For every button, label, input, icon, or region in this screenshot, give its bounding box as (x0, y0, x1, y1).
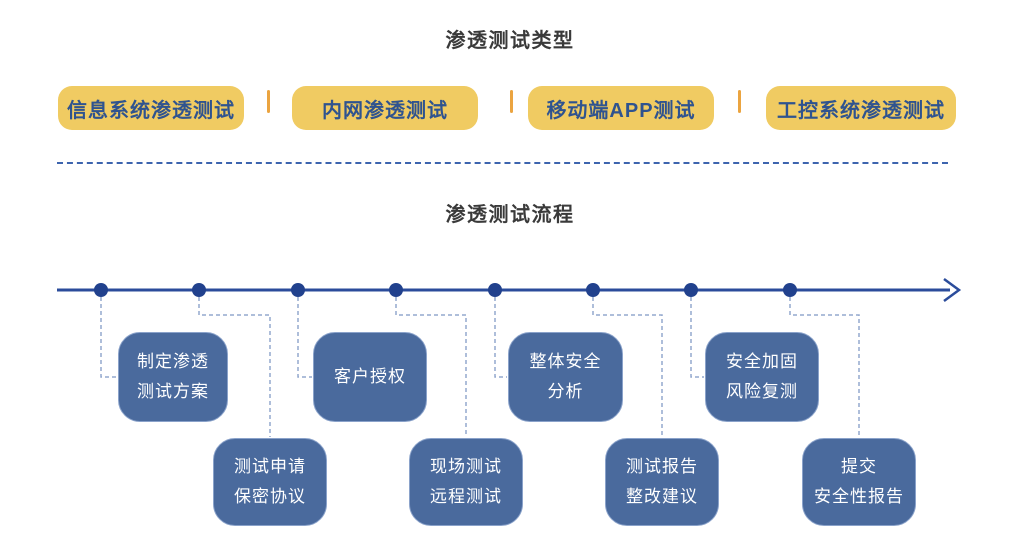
dashed-section-divider (57, 162, 948, 164)
arrow-right-icon (943, 277, 962, 303)
flow-step-box-8: 提交 安全性报告 (802, 438, 916, 526)
connector-step-5 (494, 297, 507, 378)
flow-step-box-1: 制定渗透 测试方案 (118, 332, 228, 422)
type-chip-mobile-app: 移动端APP测试 (528, 86, 714, 130)
timeline-dot-3 (291, 283, 305, 297)
flow-step-label: 现场测试 (430, 457, 502, 476)
flow-step-label: 客户授权 (334, 367, 406, 386)
flow-step-box-6: 测试报告 整改建议 (605, 438, 719, 526)
type-chip-information-system: 信息系统渗透测试 (58, 86, 244, 130)
flow-step-label: 测试方案 (137, 382, 209, 401)
timeline-dot-2 (192, 283, 206, 297)
timeline-dot-8 (783, 283, 797, 297)
timeline-dot-6 (586, 283, 600, 297)
type-separator (738, 90, 741, 113)
type-separator (510, 90, 513, 113)
flow-step-box-5: 整体安全 分析 (508, 332, 623, 422)
timeline-dot-5 (488, 283, 502, 297)
types-section-title: 渗透测试类型 (445, 30, 575, 52)
timeline-dot-7 (684, 283, 698, 297)
flow-section-title: 渗透测试流程 (445, 204, 575, 226)
flow-step-label: 安全加固 (726, 352, 798, 371)
flow-step-box-7: 安全加固 风险复测 (705, 332, 819, 422)
flow-step-label: 分析 (547, 382, 584, 401)
flow-step-label: 测试报告 (626, 457, 698, 476)
timeline-dot-4 (389, 283, 403, 297)
flow-step-box-3: 客户授权 (313, 332, 427, 422)
connector-step-3 (297, 297, 312, 378)
flow-step-label: 整改建议 (626, 487, 698, 506)
flow-step-label: 远程测试 (430, 487, 502, 506)
flow-step-label: 测试申请 (234, 457, 306, 476)
connector-step-7 (690, 297, 704, 378)
connector-step-1 (100, 297, 117, 378)
type-separator (267, 90, 270, 113)
timeline-dot-1 (94, 283, 108, 297)
flow-step-label: 保密协议 (234, 487, 306, 506)
type-chip-intranet: 内网渗透测试 (292, 86, 478, 130)
flow-step-label: 风险复测 (726, 382, 798, 401)
flow-step-label: 整体安全 (529, 352, 602, 371)
flow-step-box-2: 测试申请 保密协议 (213, 438, 327, 526)
flow-step-box-4: 现场测试 远程测试 (409, 438, 523, 526)
flow-step-label: 安全性报告 (814, 487, 904, 506)
flow-step-label: 提交 (841, 457, 877, 476)
flow-step-label: 制定渗透 (137, 352, 209, 371)
type-chip-ics: 工控系统渗透测试 (766, 86, 956, 130)
